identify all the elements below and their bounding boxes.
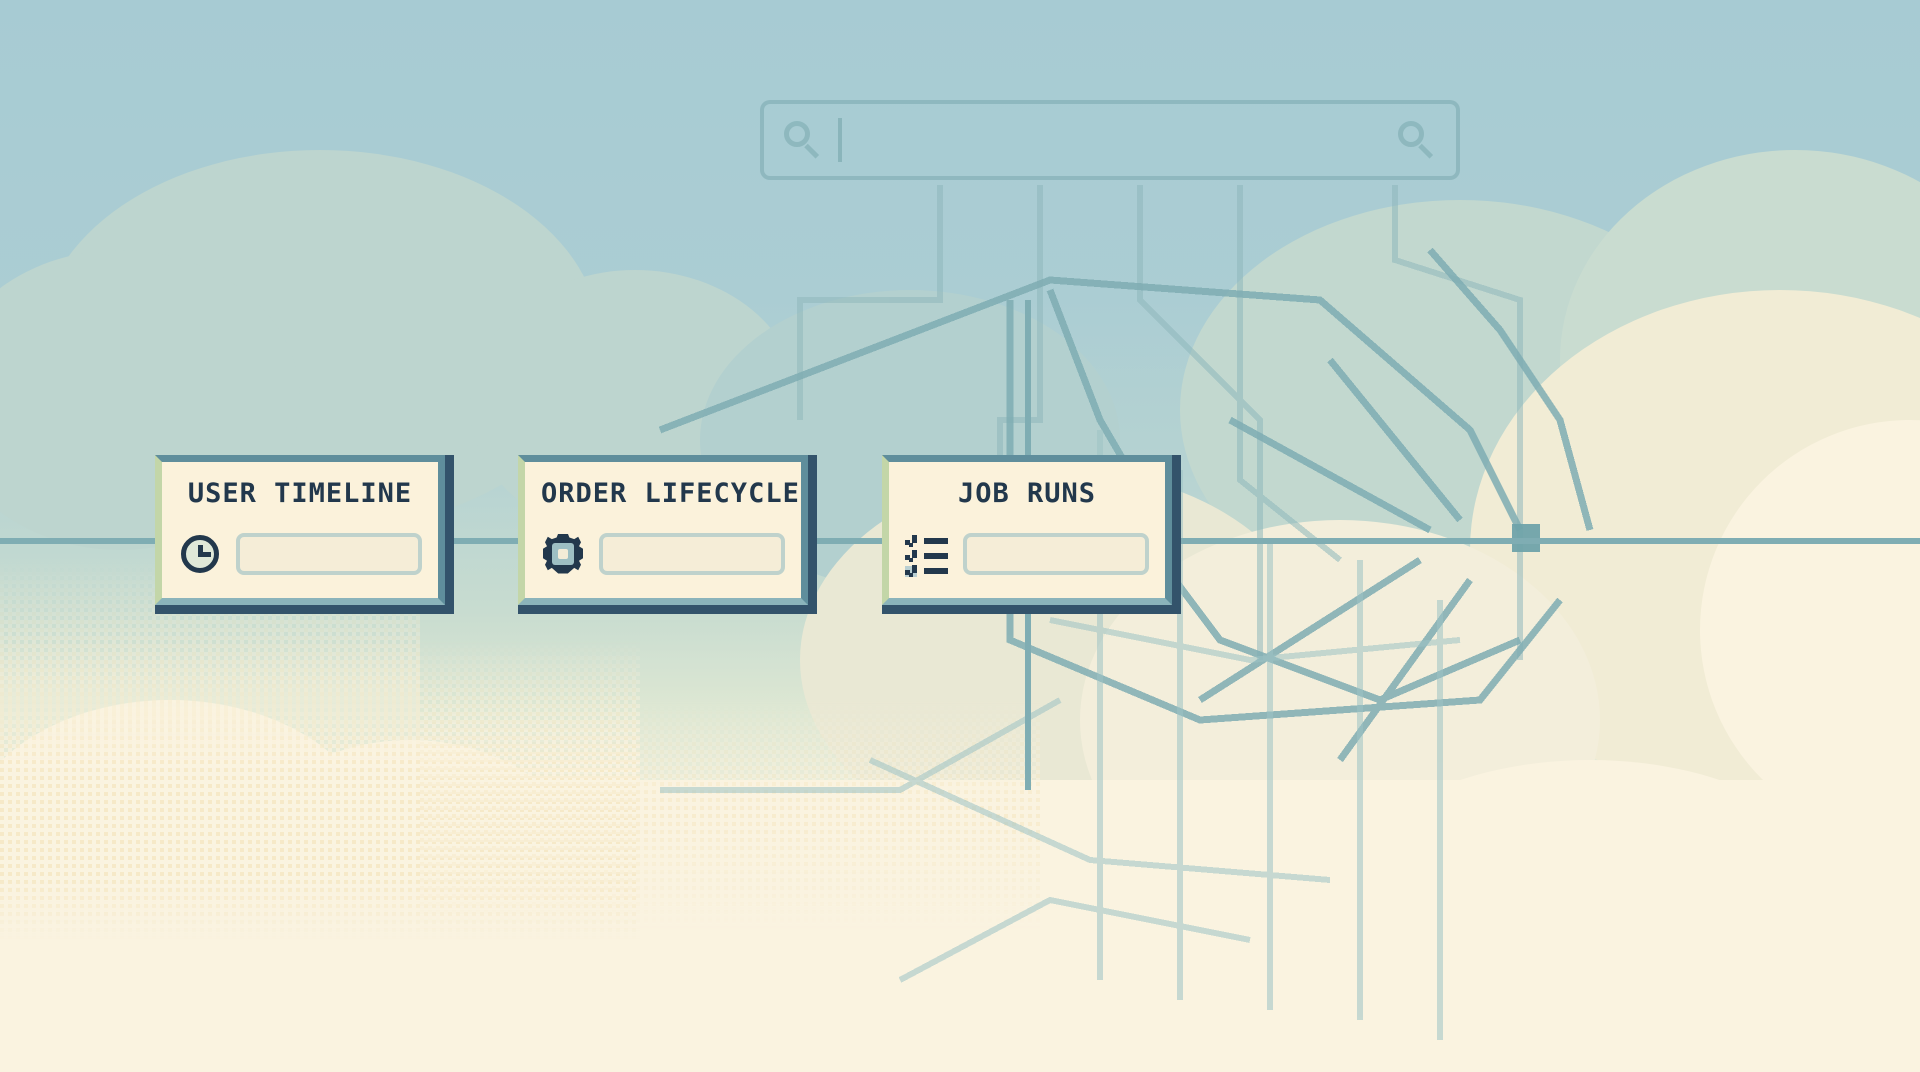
rail-stub-bottom [1025, 610, 1031, 790]
search-input[interactable] [856, 118, 1382, 162]
search-icon-right[interactable] [1396, 119, 1438, 161]
card-title: USER TIMELINE [187, 478, 413, 509]
card-title: JOB RUNS [957, 478, 1097, 509]
card-input[interactable] [963, 532, 1149, 575]
card-user-timeline[interactable]: USER TIMELINE [155, 455, 445, 605]
text-caret [838, 118, 842, 162]
card-title: ORDER LIFECYCLE [541, 478, 800, 509]
global-search-bar[interactable] [760, 100, 1460, 180]
rail-stub-top [1025, 300, 1031, 460]
search-icon-left[interactable] [782, 119, 824, 161]
checklist-icon [905, 532, 949, 577]
card-job-runs[interactable]: JOB RUNS [882, 455, 1172, 605]
cloud-bank-lobe-5 [1330, 760, 1850, 1060]
clock-icon [178, 532, 222, 576]
card-input[interactable] [599, 532, 785, 575]
card-order-lifecycle[interactable]: ORDER LIFECYCLE [518, 455, 808, 605]
card-input[interactable] [236, 532, 422, 575]
dither-band-mid [420, 700, 1040, 930]
gear-icon [541, 532, 585, 576]
